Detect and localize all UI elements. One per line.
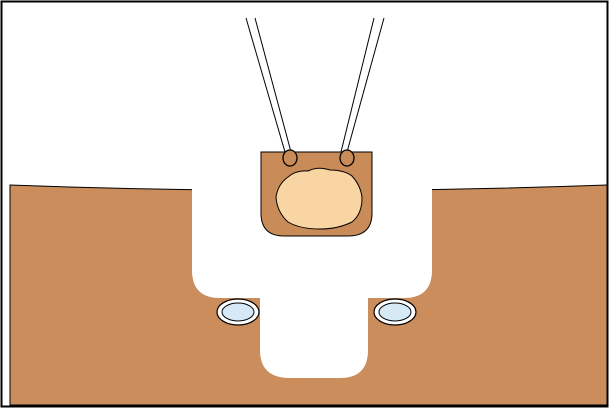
- bucket-hinge-left: [282, 149, 298, 167]
- bucket-hinge-right: [339, 149, 355, 167]
- pipe-right: [373, 298, 417, 326]
- suspension-cables: [245, 17, 385, 153]
- pipe-left: [216, 298, 260, 326]
- bucket-soil-load: [275, 167, 363, 230]
